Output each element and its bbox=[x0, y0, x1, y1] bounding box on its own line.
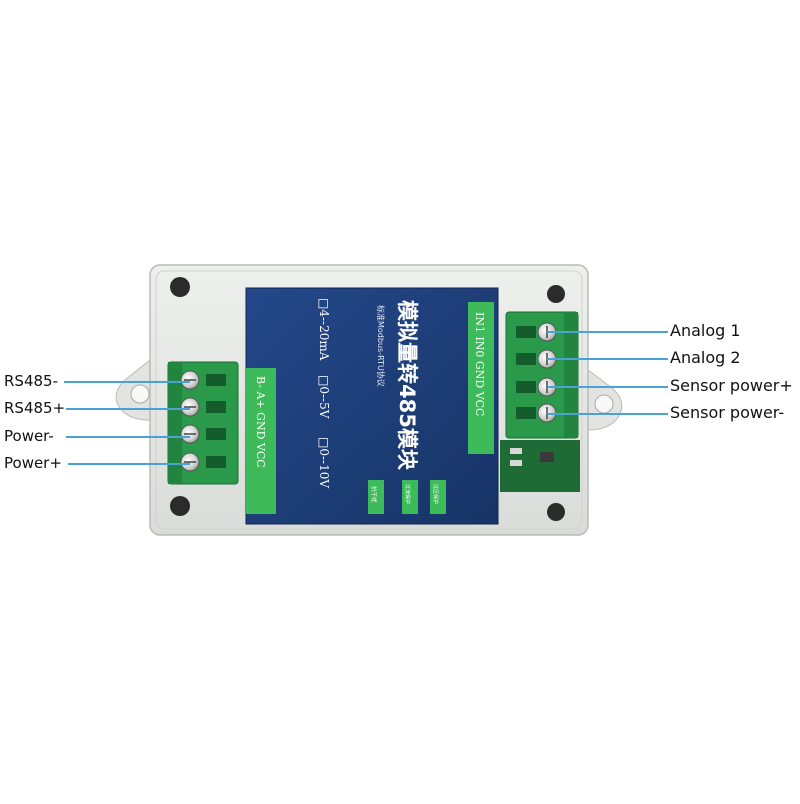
range-option-4-20ma: □4--20mA bbox=[317, 298, 331, 361]
callout-sensor-power-plus: Sensor power+ bbox=[670, 376, 793, 395]
callout-power-plus: Power+ bbox=[4, 454, 62, 472]
callout-power-minus: Power- bbox=[4, 427, 54, 445]
mount-hole-right bbox=[594, 394, 614, 414]
left-terminal-tag bbox=[246, 368, 276, 514]
badge-text: 抗干扰 bbox=[370, 486, 378, 503]
badge-text: 过流保护 bbox=[404, 484, 411, 504]
range-option-0-5v: □0--5V bbox=[317, 375, 331, 419]
callout-line bbox=[547, 358, 668, 360]
callout-line bbox=[547, 413, 668, 415]
corner-hole bbox=[170, 277, 190, 297]
callout-analog-1: Analog 1 bbox=[670, 321, 741, 340]
callout-line bbox=[547, 386, 668, 388]
range-option-0-10v: □0--10V bbox=[317, 437, 331, 488]
badge-anti-interference bbox=[368, 480, 384, 514]
panel-title: 模拟量转485模块 bbox=[395, 300, 419, 471]
badge-text: 过压保护 bbox=[432, 484, 439, 504]
right-terminal-tag bbox=[468, 302, 494, 454]
left-terminal-labels: B- A+ GND VCC bbox=[254, 376, 267, 468]
badge-overcurrent bbox=[402, 480, 418, 514]
callout-line bbox=[66, 408, 190, 410]
panel-subtitle: 标准Modbus-RTU协议 bbox=[376, 305, 386, 387]
callout-sensor-power-minus: Sensor power- bbox=[670, 403, 785, 422]
corner-hole bbox=[547, 503, 565, 521]
right-terminal-slots bbox=[516, 326, 536, 419]
badge-overvoltage bbox=[430, 480, 446, 514]
callout-rs485-minus: RS485- bbox=[4, 372, 58, 390]
mount-hole-left bbox=[130, 384, 150, 404]
callout-line bbox=[68, 463, 190, 465]
callout-line bbox=[66, 436, 190, 438]
left-screws bbox=[180, 370, 200, 472]
callout-line bbox=[64, 381, 190, 383]
left-terminal-slots bbox=[206, 374, 226, 468]
corner-hole bbox=[170, 496, 190, 516]
callout-line bbox=[547, 331, 668, 333]
callout-analog-2: Analog 2 bbox=[670, 348, 741, 367]
callout-rs485-plus: RS485+ bbox=[4, 399, 66, 417]
corner-hole bbox=[547, 285, 565, 303]
right-terminal-labels: IN1 IN0 GND VCC bbox=[473, 312, 486, 416]
